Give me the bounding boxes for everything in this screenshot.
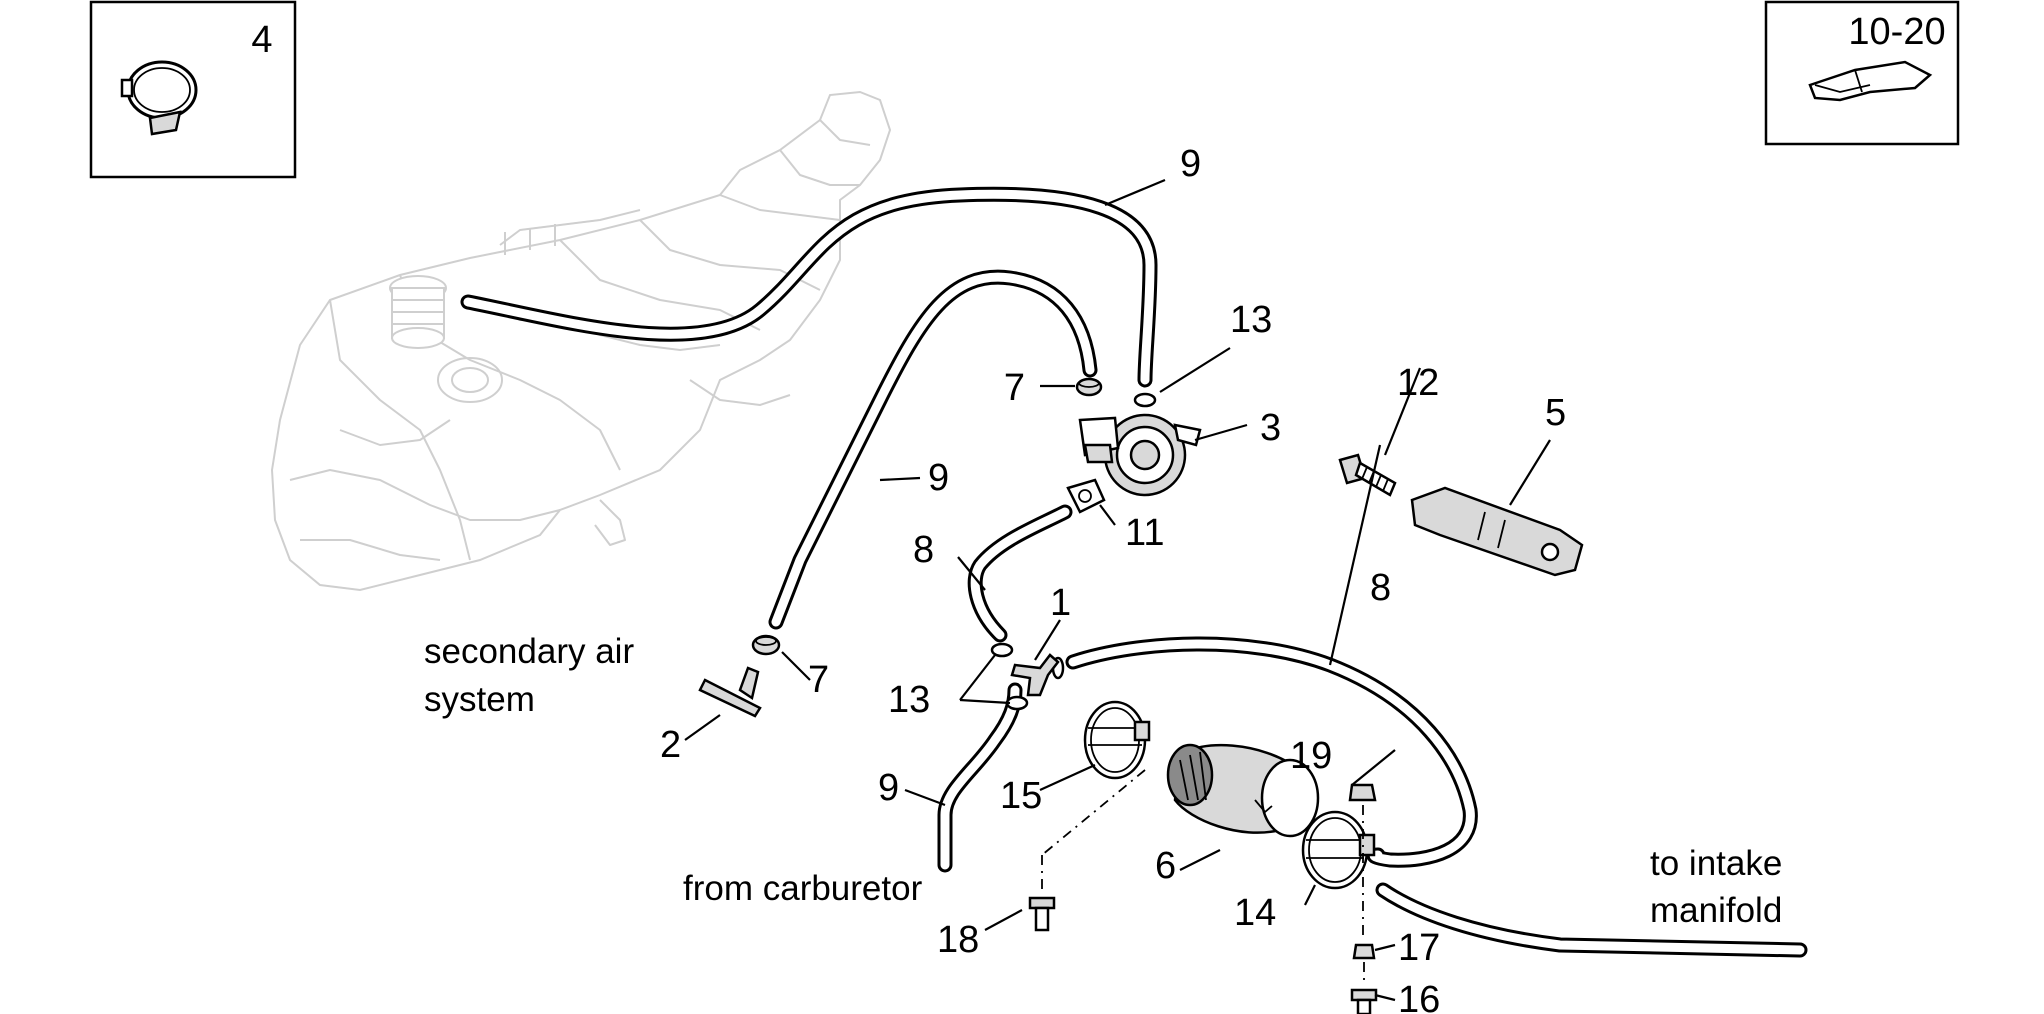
callout-9-upper: 9 (1180, 143, 1201, 185)
leader-lines (684, 178, 1551, 1002)
callout-19: 19 (1290, 735, 1332, 777)
inset-label-left: 4 (251, 19, 272, 61)
note-to-intake-line1: to intake (1650, 844, 1782, 883)
callout-14: 14 (1234, 892, 1276, 934)
callout-9-middle: 9 (928, 457, 949, 499)
inset-box-clip: 10-20 (1764, 0, 1960, 146)
callout-16: 16 (1398, 979, 1440, 1014)
callout-9-lower: 9 (878, 767, 899, 809)
part-3-valve (1078, 413, 1202, 497)
note-to-intake-line2: manifold (1650, 891, 1782, 930)
callout-6: 6 (1155, 845, 1176, 887)
part-5-bracket (1410, 486, 1584, 577)
callout-17: 17 (1398, 927, 1440, 969)
part-6-filter (1166, 743, 1320, 838)
callout-8-large: 8 (1370, 567, 1391, 609)
part-1-t-fitting (1010, 653, 1060, 697)
part-16-screw (1350, 988, 1378, 1014)
engine-ghost-outline (270, 90, 892, 592)
note-secondary-air-line1: secondary air (424, 632, 634, 671)
callout-7-upper: 7 (1004, 367, 1025, 409)
callout-13-lower: 13 (888, 679, 930, 721)
part-7-clamp-upper (1075, 377, 1103, 397)
part-11-clamp (1066, 478, 1106, 514)
note-from-carburetor: from carburetor (683, 869, 923, 908)
note-secondary-air-line2: system (424, 680, 535, 719)
annotations: secondary air system from carburetor to … (424, 632, 1782, 930)
callout-numbers: 9 13 3 7 12 5 9 11 8 1 8 13 7 2 9 15 19 … (660, 143, 1566, 1014)
hoses (460, 186, 1808, 958)
callout-1: 1 (1050, 582, 1071, 624)
callout-13-upper: 13 (1230, 299, 1272, 341)
callout-7-lower: 7 (808, 659, 829, 701)
inset-box-clamp: 4 (89, 0, 297, 179)
callout-5: 5 (1545, 392, 1566, 434)
part-18-screw (1028, 896, 1056, 932)
callout-3: 3 (1260, 407, 1281, 449)
inset-label-right: 10-20 (1848, 11, 1945, 53)
callout-2: 2 (660, 724, 681, 766)
part-17-washer (1352, 943, 1376, 960)
part-7-clamp-lower (751, 634, 781, 656)
part-12-bolt (1338, 453, 1397, 497)
part-2-t-fitting (698, 666, 762, 718)
part-19-cap (1348, 783, 1377, 802)
callout-18: 18 (937, 919, 979, 961)
callout-15: 15 (1000, 775, 1042, 817)
part-14-hose-clamp (1301, 810, 1376, 890)
part-15-hose-clamp (1083, 700, 1151, 780)
callout-12: 12 (1397, 362, 1439, 404)
callout-8-small: 8 (913, 529, 934, 571)
callout-11: 11 (1125, 512, 1164, 554)
